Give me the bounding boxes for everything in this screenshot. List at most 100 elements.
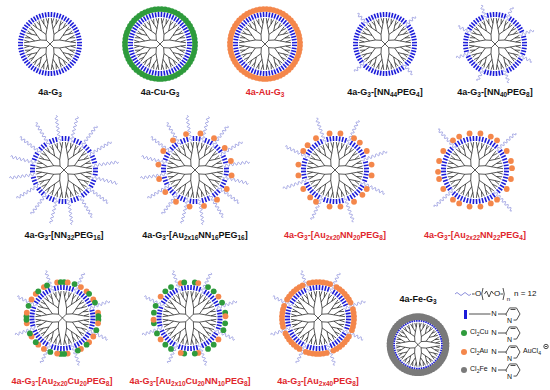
ligand-bar xyxy=(175,143,178,147)
ligand-bar xyxy=(30,164,35,166)
ligand-bar xyxy=(32,159,37,161)
branch xyxy=(321,161,325,166)
branch xyxy=(510,41,515,42)
branch xyxy=(471,54,476,55)
branch xyxy=(361,54,366,55)
branch xyxy=(67,174,68,180)
branch xyxy=(211,172,217,173)
branch xyxy=(34,31,37,36)
branch xyxy=(261,40,265,44)
ligand-bar xyxy=(186,51,191,52)
branch xyxy=(52,18,54,23)
ligand-bar xyxy=(23,58,27,61)
peg-chains xyxy=(434,129,516,211)
ligand-bar xyxy=(364,171,369,173)
branch xyxy=(346,146,350,150)
branch xyxy=(400,41,405,42)
branch xyxy=(26,50,31,53)
branch xyxy=(364,41,369,42)
peg-chain xyxy=(55,116,61,142)
branch xyxy=(472,142,474,148)
ligand-bar xyxy=(59,69,61,74)
ligand-bar xyxy=(401,66,404,70)
subscript: 8 xyxy=(379,234,383,241)
ligand-bar xyxy=(394,14,396,19)
ligand-bar xyxy=(485,197,487,202)
branch xyxy=(170,181,176,182)
ligand-bar xyxy=(377,13,378,18)
branch xyxy=(271,20,274,25)
ligand-bar xyxy=(68,64,71,68)
branch xyxy=(175,38,180,41)
branch xyxy=(389,40,395,41)
ligand-bar xyxy=(62,199,64,204)
dendrimer: 4a-G3-[NN32PEG16] xyxy=(7,113,121,242)
branch xyxy=(68,54,72,58)
dendrimer-figure xyxy=(7,113,121,242)
branch xyxy=(53,150,54,156)
ligand-bar xyxy=(169,69,171,74)
branch xyxy=(345,161,349,166)
ligand-bar xyxy=(383,12,385,17)
branch xyxy=(24,46,29,48)
metal-centres xyxy=(122,6,198,82)
metal-dot xyxy=(155,6,161,12)
branch xyxy=(42,184,47,186)
ligand-bar xyxy=(164,182,169,184)
ligand-bar xyxy=(34,17,37,21)
branch xyxy=(342,191,345,196)
branch xyxy=(313,172,319,173)
ligand-bar xyxy=(134,25,138,28)
branch xyxy=(191,154,192,160)
ligand-bar xyxy=(189,199,191,204)
metal-centres xyxy=(435,131,515,210)
ligand-bar xyxy=(412,45,417,47)
branch xyxy=(382,18,384,23)
subscript: 3 xyxy=(281,91,285,98)
metal-dot xyxy=(504,186,510,192)
branch xyxy=(150,40,156,41)
ligand-bar xyxy=(272,70,273,75)
subscript: 2x20 xyxy=(326,234,340,241)
branch xyxy=(357,167,363,169)
branch xyxy=(485,161,489,166)
branch xyxy=(63,34,68,35)
branch xyxy=(381,48,382,54)
branch xyxy=(328,143,329,149)
ligand-bar xyxy=(342,198,343,203)
ligand-bar xyxy=(33,155,38,157)
branch xyxy=(46,18,48,23)
branch xyxy=(480,40,486,42)
branch xyxy=(268,48,269,54)
branch xyxy=(59,57,60,62)
branch xyxy=(151,64,154,69)
metal-dot xyxy=(229,173,235,179)
subscript: 40 xyxy=(500,91,507,98)
branch xyxy=(359,40,364,42)
ligand-bar xyxy=(403,20,406,24)
ligand-bar xyxy=(358,150,362,153)
branch xyxy=(474,46,479,47)
ligand-bar xyxy=(239,60,243,63)
ligand-bar xyxy=(354,191,357,195)
ligand-bar xyxy=(90,182,95,184)
ligand-bar xyxy=(152,13,153,18)
branch xyxy=(156,29,158,35)
ligand-bar xyxy=(441,164,446,166)
ligand-bar xyxy=(490,12,492,17)
dendrimer-body xyxy=(456,5,533,82)
ligand-bar xyxy=(246,18,249,22)
ligand-bar xyxy=(216,189,220,192)
ligand-bar xyxy=(468,58,472,61)
branch xyxy=(486,20,489,25)
bracket xyxy=(503,288,504,300)
branch xyxy=(240,50,245,51)
ligand-bar xyxy=(463,42,468,44)
ligand-bar xyxy=(65,136,67,141)
branch xyxy=(150,47,156,48)
ligand-bar xyxy=(235,53,240,55)
ligand-bar xyxy=(168,187,172,190)
branch xyxy=(331,180,332,186)
ligand-bar xyxy=(308,150,312,153)
branch xyxy=(147,35,150,40)
